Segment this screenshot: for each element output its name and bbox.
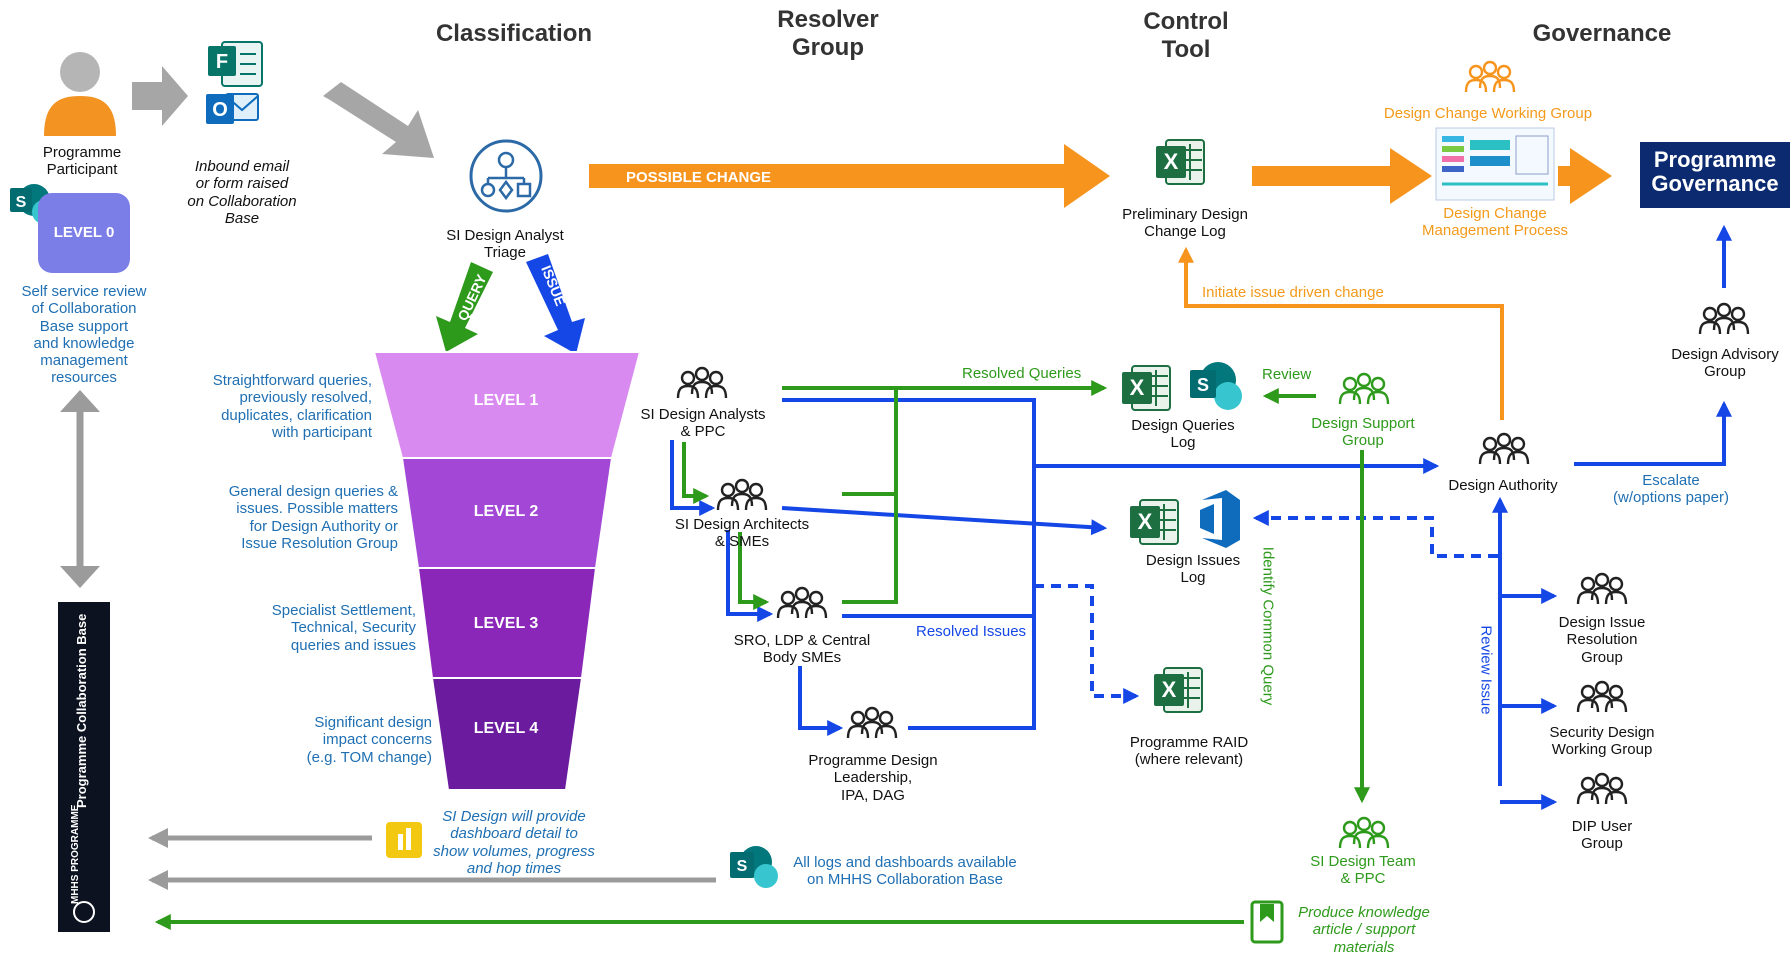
sharepoint-icon: S <box>730 846 778 888</box>
sidebar-title: Programme Collaboration Base <box>74 614 89 808</box>
issue-resolution-label: Design Issue Resolution Group <box>1558 614 1646 666</box>
possible-change-arrow <box>589 144 1110 208</box>
level-2-description: General design queries & issues. Possibl… <box>228 483 398 552</box>
people-group-icon <box>1464 60 1516 94</box>
people-group-icon <box>1338 816 1390 850</box>
participant-person-icon <box>44 52 116 136</box>
triage-label: SI Design Analyst Triage <box>446 227 564 262</box>
svg-text:S: S <box>1197 375 1209 395</box>
svg-text:F: F <box>216 51 228 73</box>
resolver-sro-label: SRO, LDP & Central Body SMEs <box>733 632 871 667</box>
grey-arrow-icon <box>323 82 434 158</box>
dip-user-label: DIP User Group <box>1571 818 1633 853</box>
sidebar-logo-text: MHHS PROGRAMME <box>70 804 81 904</box>
level-3-description: Specialist Settlement, Technical, Securi… <box>271 602 416 654</box>
funnel-level-4: LEVEL 4 <box>473 720 539 737</box>
queries-log-label: Design Queries Log <box>1131 417 1235 452</box>
double-arrow-icon <box>60 390 100 588</box>
svg-text:S: S <box>16 194 27 211</box>
security-group-label: Security Design Working Group <box>1549 724 1655 759</box>
review-label: Review <box>1262 366 1312 383</box>
people-group-icon <box>1478 432 1530 466</box>
outlook-icon: O <box>206 93 259 124</box>
grey-arrow-icon <box>132 66 188 126</box>
funnel-level-3: LEVEL 3 <box>473 615 539 632</box>
resolver-analysts-label: SI Design Analysts & PPC <box>640 406 766 441</box>
people-group-icon <box>846 706 898 740</box>
possible-change-label: POSSIBLE CHANGE <box>626 169 771 186</box>
level0-label: LEVEL 0 <box>53 224 115 241</box>
header-classification: Classification <box>435 20 593 47</box>
devops-icon <box>1200 490 1240 548</box>
programme-governance-label: Programme Governance <box>1651 147 1779 197</box>
resolver-architects-label: SI Design Architects & SMEs <box>674 516 810 551</box>
sharepoint-icon: S <box>1190 362 1242 410</box>
process-diagram-thumbnail <box>1435 127 1555 201</box>
mhhs-logo-icon <box>73 901 95 923</box>
query-arrow <box>436 262 493 352</box>
design-support-label: Design Support Group <box>1311 415 1415 450</box>
inbound-label: Inbound email or form raised on Collabor… <box>187 158 297 227</box>
excel-icon <box>1153 667 1203 713</box>
dcmp-label: Design Change Management Process <box>1422 205 1568 240</box>
header-governance: Governance <box>1532 20 1672 47</box>
si-team-label: SI Design Team & PPC <box>1310 853 1416 888</box>
design-authority-label: Design Authority <box>1448 477 1558 494</box>
design-advisory-label: Design Advisory Group <box>1671 346 1779 381</box>
level-4-description: Significant design impact concerns (e.g.… <box>306 714 432 766</box>
raid-label: Programme RAID (where relevant) <box>1129 734 1249 769</box>
svg-text:O: O <box>212 99 228 121</box>
triage-icon <box>469 139 543 213</box>
self-service-label: Self service review of Collaboration Bas… <box>21 283 147 387</box>
header-resolver-group: Resolver Group <box>777 6 879 61</box>
dashboard-note: SI Design will provide dashboard detail … <box>433 808 595 877</box>
issue-arrow <box>526 254 585 354</box>
excel-icon <box>1129 499 1179 545</box>
participant-label: Programme Participant <box>42 144 122 179</box>
funnel-level-2: LEVEL 2 <box>473 503 539 520</box>
logs-available-note: All logs and dashboards available on MHH… <box>793 854 1017 889</box>
people-group-icon <box>1698 302 1750 336</box>
initiate-change-label: Initiate issue driven change <box>1202 284 1384 301</box>
people-group-icon <box>716 478 768 512</box>
orange-arrow <box>1560 148 1612 204</box>
escalate-label: Escalate (w/options paper) <box>1613 472 1729 507</box>
excel-icon <box>1121 365 1171 411</box>
resolved-issues-label: Resolved Issues <box>916 623 1027 640</box>
book-icon <box>1250 900 1284 944</box>
produce-knowledge-note: Produce knowledge article / support mate… <box>1298 904 1430 956</box>
people-group-icon <box>1576 572 1628 606</box>
people-group-icon <box>1338 372 1390 406</box>
dcwg-label: Design Change Working Group <box>1383 105 1593 122</box>
initiate-change-line <box>1178 246 1504 420</box>
issues-log-label: Design Issues Log <box>1145 552 1241 587</box>
level-1-description: Straightforward queries, previously reso… <box>212 372 372 441</box>
resolver-leadership-label: Programme Design Leadership, IPA, DAG <box>808 752 938 804</box>
people-group-icon <box>676 366 728 400</box>
resolver-green-flows <box>154 380 1370 930</box>
powerbi-icon <box>386 822 422 858</box>
bottom-grey-arrows <box>148 828 716 890</box>
people-group-icon <box>1576 772 1628 806</box>
review-issue-label: Review Issue <box>1477 625 1495 715</box>
orange-arrow <box>1252 148 1432 204</box>
resolved-queries-label: Resolved Queries <box>962 365 1082 382</box>
people-group-icon <box>776 586 828 620</box>
svg-text:S: S <box>737 858 748 875</box>
funnel-segment-4 <box>430 677 584 791</box>
resolver-blue-flows <box>670 224 1732 810</box>
funnel <box>372 351 642 791</box>
people-group-icon <box>1576 680 1628 714</box>
prelim-log-label: Preliminary Design Change Log <box>1122 206 1248 241</box>
forms-icon: F <box>208 41 263 87</box>
level0-box <box>38 193 130 273</box>
excel-icon <box>1155 139 1205 185</box>
resolver-blue-dashed <box>1034 510 1498 704</box>
header-control-tool: Control Tool <box>1143 8 1229 63</box>
collaboration-base-panel <box>58 602 110 932</box>
programme-governance-box <box>1640 142 1790 208</box>
funnel-level-1: LEVEL 1 <box>473 392 539 409</box>
